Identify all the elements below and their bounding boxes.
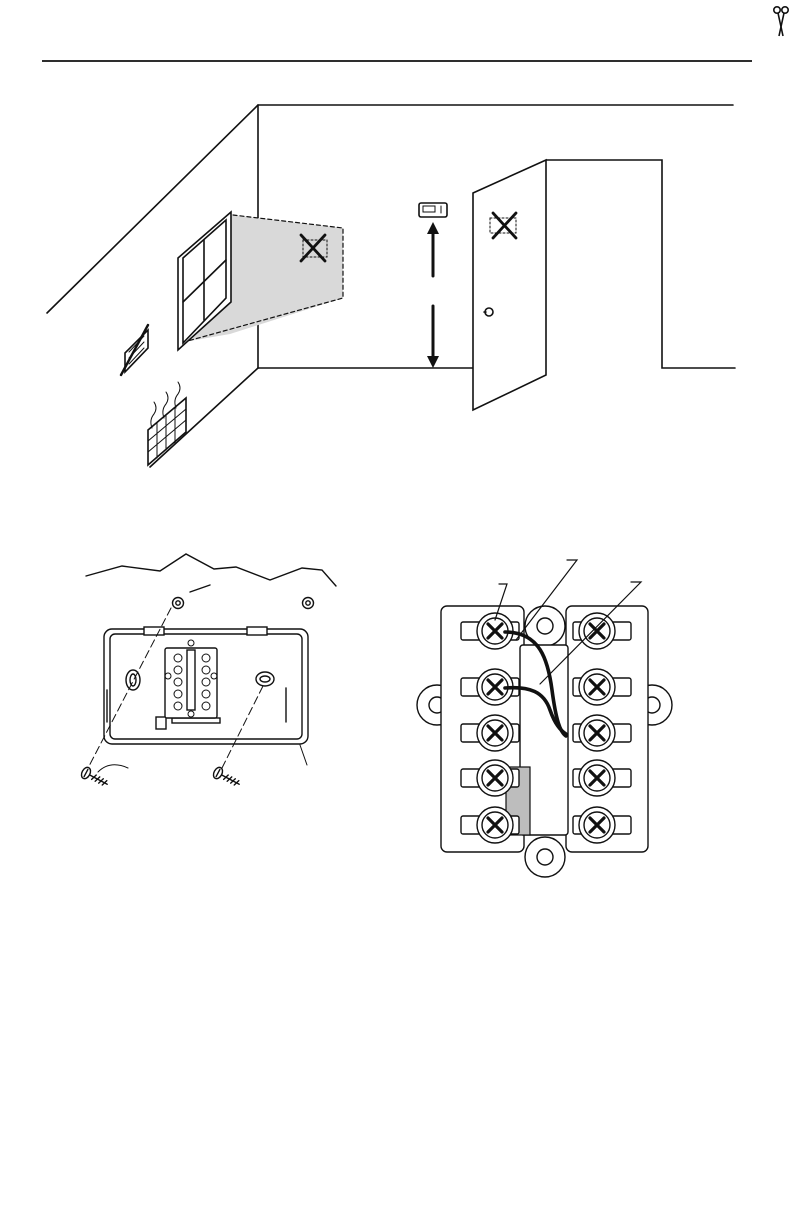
terminal-block-icon xyxy=(165,640,217,718)
heater-icon xyxy=(148,382,186,465)
thermostat-icon xyxy=(419,203,447,217)
room-wall-icon xyxy=(47,105,735,467)
screw-icon xyxy=(80,766,242,790)
door-icon xyxy=(473,160,546,410)
scissors-icon xyxy=(774,7,788,36)
height-arrow-icon xyxy=(427,222,439,368)
terminal-board-icon xyxy=(417,606,672,877)
wall-anchor-icon xyxy=(173,585,314,609)
vent-icon xyxy=(121,325,148,375)
wall-outline xyxy=(86,554,336,586)
room-figure xyxy=(47,105,735,467)
wallplate-figure xyxy=(80,554,336,790)
terminal-figure xyxy=(417,560,672,877)
